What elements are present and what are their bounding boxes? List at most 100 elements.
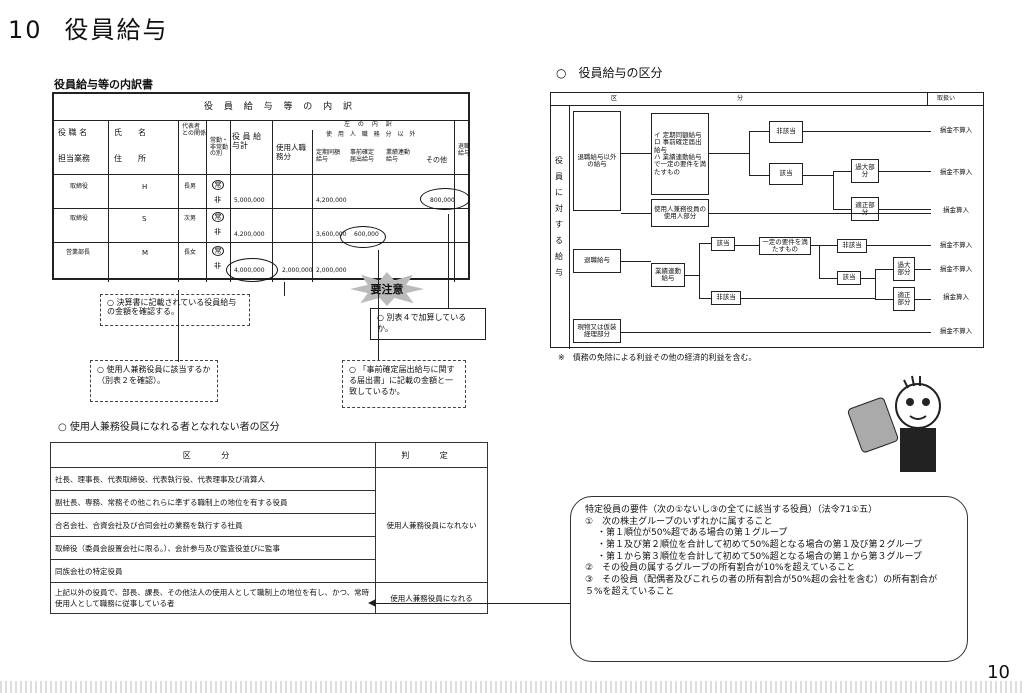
highlight-circle xyxy=(226,258,278,282)
not-apply-box: 非該当 xyxy=(769,121,803,143)
spec-subitem: ・第１から第３順位を合計して初めて50%超となる場合の第１から第３グループ xyxy=(597,551,922,562)
callout-check-amount: ○ 決算書に記載されている役員給与の金額を確認する。 xyxy=(100,294,250,326)
row3-employee: 2,000,000 xyxy=(282,267,313,274)
row3-status-top: 常 xyxy=(212,246,224,257)
proper-box: 適正部分 xyxy=(851,197,879,221)
judge-row: 同族会社の特定役員 xyxy=(50,559,376,583)
class-head-category: 区 分 xyxy=(611,95,745,102)
row1-name: H xyxy=(142,183,148,191)
spec-item: ③ その役員（配偶者及びこれらの者の所有割合が50%超の会社を含む）の所有割合が… xyxy=(585,575,938,597)
treatment-non-deduct: 損金不算入 xyxy=(931,165,981,181)
col-address: 住 所 xyxy=(114,154,146,163)
class-head-treatment: 取扱い xyxy=(937,95,956,102)
row2-name: S xyxy=(142,215,147,223)
spec-title: 特定役員の要件（次の①ないし③の全てに該当する役員）（法令71①五） xyxy=(585,505,878,515)
row1-role: 取締役 xyxy=(70,183,89,190)
row1-total: 5,000,000 xyxy=(234,197,265,204)
specific-officer-requirements: 特定役員の要件（次の①ないし③の全てに該当する役員）（法令71①五） ① 次の株… xyxy=(570,496,968,662)
row2-fixed: 3,600,000 xyxy=(316,231,347,238)
col-status: 常勤・非常勤の別 xyxy=(210,137,229,158)
row3-status-bot: 非 xyxy=(214,262,221,270)
callout-schedule4: ○ 別表４で加算しているか。 xyxy=(370,308,486,340)
col-employee-part: 使用人職務分 xyxy=(276,143,306,161)
col-name: 氏 名 xyxy=(114,128,146,137)
page-number: 10 xyxy=(987,662,1010,683)
col-total: 役 員 給与計 xyxy=(232,132,262,151)
mascot-illustration xyxy=(846,372,956,472)
page-title: 10 役員給与 xyxy=(8,10,169,45)
treatment-non-deduct: 損金不算入 xyxy=(931,239,981,253)
judge-head-category: 区 分 xyxy=(50,442,376,468)
judge-row: 社長、理事長、代表取締役、代表執行役、代表理事及び清算人 xyxy=(50,467,376,491)
footer-stripe xyxy=(0,681,1024,693)
breakdown-title: 役員給与等の内訳書 xyxy=(54,78,153,91)
col-retire: 退職給与 xyxy=(458,143,471,157)
proper-box: 適正部分 xyxy=(893,287,915,311)
apply-box: 該当 xyxy=(769,163,803,185)
col-relation: 代表者との関係 xyxy=(182,123,206,137)
row1-relation: 長男 xyxy=(184,183,197,190)
row2-total: 4,200,000 xyxy=(234,231,265,238)
row1-status-top: 常 xyxy=(212,180,224,191)
col-profit: 業績連動給与 xyxy=(386,149,411,163)
judge-result-no: 使用人兼務役員になれない xyxy=(375,467,488,583)
side-label: 役員に対する給与 xyxy=(555,156,563,277)
apply-box: 該当 xyxy=(837,271,861,285)
judge-head-result: 判 定 xyxy=(375,442,488,468)
section-number: 10 xyxy=(8,16,43,44)
treatment-non-deduct: 損金不算入 xyxy=(931,325,981,339)
row3-name: M xyxy=(142,249,149,257)
judge-row: 合名会社、合資会社及び合同会社の業務を執行する社員 xyxy=(50,513,376,537)
breakdown-sub: 使 用 人 職 務 分 以 外 xyxy=(326,131,418,138)
not-apply-box: 非該当 xyxy=(837,239,867,253)
class-title: ○ 役員給与の区分 xyxy=(556,66,663,80)
row2-status-top: 常 xyxy=(212,212,224,223)
row2-relation: 次男 xyxy=(184,215,197,222)
judge-table: 区 分判 定 社長、理事長、代表取締役、代表執行役、代表理事及び清算人使用人兼務… xyxy=(50,442,488,614)
col-duty: 担当業務 xyxy=(58,154,90,163)
row3-fixed: 2,000,000 xyxy=(316,267,347,274)
breakdown-head: 左 の 内 訳 xyxy=(344,121,395,128)
retire-box: 退職給与 xyxy=(573,249,621,273)
col-fixed: 定期同額給与 xyxy=(316,149,341,163)
in-kind-box: 現物又は仮装経理部分 xyxy=(573,319,621,343)
spec-item: ② その役員の属するグループの所有割合が10%を超えていること xyxy=(585,563,856,574)
section-title: 役員給与 xyxy=(64,16,169,44)
spec-subitem: ・第１及び第２順位を合計して初めて50%超となる場合の第１及び第２グループ xyxy=(597,540,922,551)
class-note: ※ 債務の免除による利益その他の経済的利益を含む。 xyxy=(558,353,757,362)
class-chart: 区 分 取扱い 役員に対する給与 退職給与以外の給与 イ 定期同額給与 ロ 事前… xyxy=(550,92,984,349)
form-heading: 役 員 給 与 等 の 内 訳 xyxy=(204,102,357,112)
spec-subitem: ・第１順位が50%超である場合の第１グループ xyxy=(597,528,788,539)
highlight-circle xyxy=(420,188,470,210)
employee-part-box: 使用人兼務役員の使用人部分 xyxy=(651,199,709,227)
row2-role: 取締役 xyxy=(70,215,89,222)
judge-row: 取締役（委員会設置会社に限る。）、会計参与及び監査役並びに監事 xyxy=(50,536,376,560)
treatment-non-deduct: 損金不算入 xyxy=(931,263,981,277)
col-notice: 事前確定届出給与 xyxy=(350,149,375,163)
excess-box: 過大部分 xyxy=(893,257,915,281)
col-other: その他 xyxy=(426,156,447,164)
col-role: 役 職 名 xyxy=(58,128,88,137)
spec-item: ① 次の株主グループのいずれかに属すること xyxy=(585,516,773,527)
judge-title: ○ 使用人兼務役員になれる者となれない者の区分 xyxy=(58,422,280,433)
non-retire-box: 退職給与以外の給与 xyxy=(573,111,621,211)
row1-status-bot: 非 xyxy=(214,196,221,204)
row3-role: 営業部長 xyxy=(66,249,91,256)
treatment-non-deduct: 損金不算入 xyxy=(931,123,981,139)
not-apply-box: 非該当 xyxy=(711,291,741,305)
callout-advance-notice: ○ 「事前確定届出給与に関する届出書」に記載の金額と一致しているか。 xyxy=(342,360,466,408)
apply-box: 該当 xyxy=(711,237,735,251)
profit-box: 業績連動給与 xyxy=(651,263,685,287)
judge-row: 副社長、専務、常務その他これらに準ずる職制上の地位を有する役員 xyxy=(50,490,376,514)
treatment-deduct: 損金算入 xyxy=(931,291,981,305)
treatment-deduct: 損金算入 xyxy=(931,203,981,219)
breakdown-form: 役 員 給 与 等 の 内 訳 役 職 名 氏 名 代表者との関係 担当業務 住… xyxy=(52,92,471,282)
highlight-circle xyxy=(340,226,386,248)
row3-relation: 長女 xyxy=(184,249,197,256)
judge-row: 上記以外の役員で、部長、課長、その他法人の使用人として職制上の地位を有し、かつ、… xyxy=(50,582,376,614)
requirement-box: 一定の要件を満たすもの xyxy=(759,237,811,255)
judge-result-yes: 使用人兼務役員になれる xyxy=(375,582,488,614)
arrow-icon xyxy=(368,599,376,607)
excess-box: 過大部分 xyxy=(851,159,879,183)
callout-employee-officer: ○ 使用人兼務役員に該当するか（別表２を確認）。 xyxy=(90,360,218,402)
